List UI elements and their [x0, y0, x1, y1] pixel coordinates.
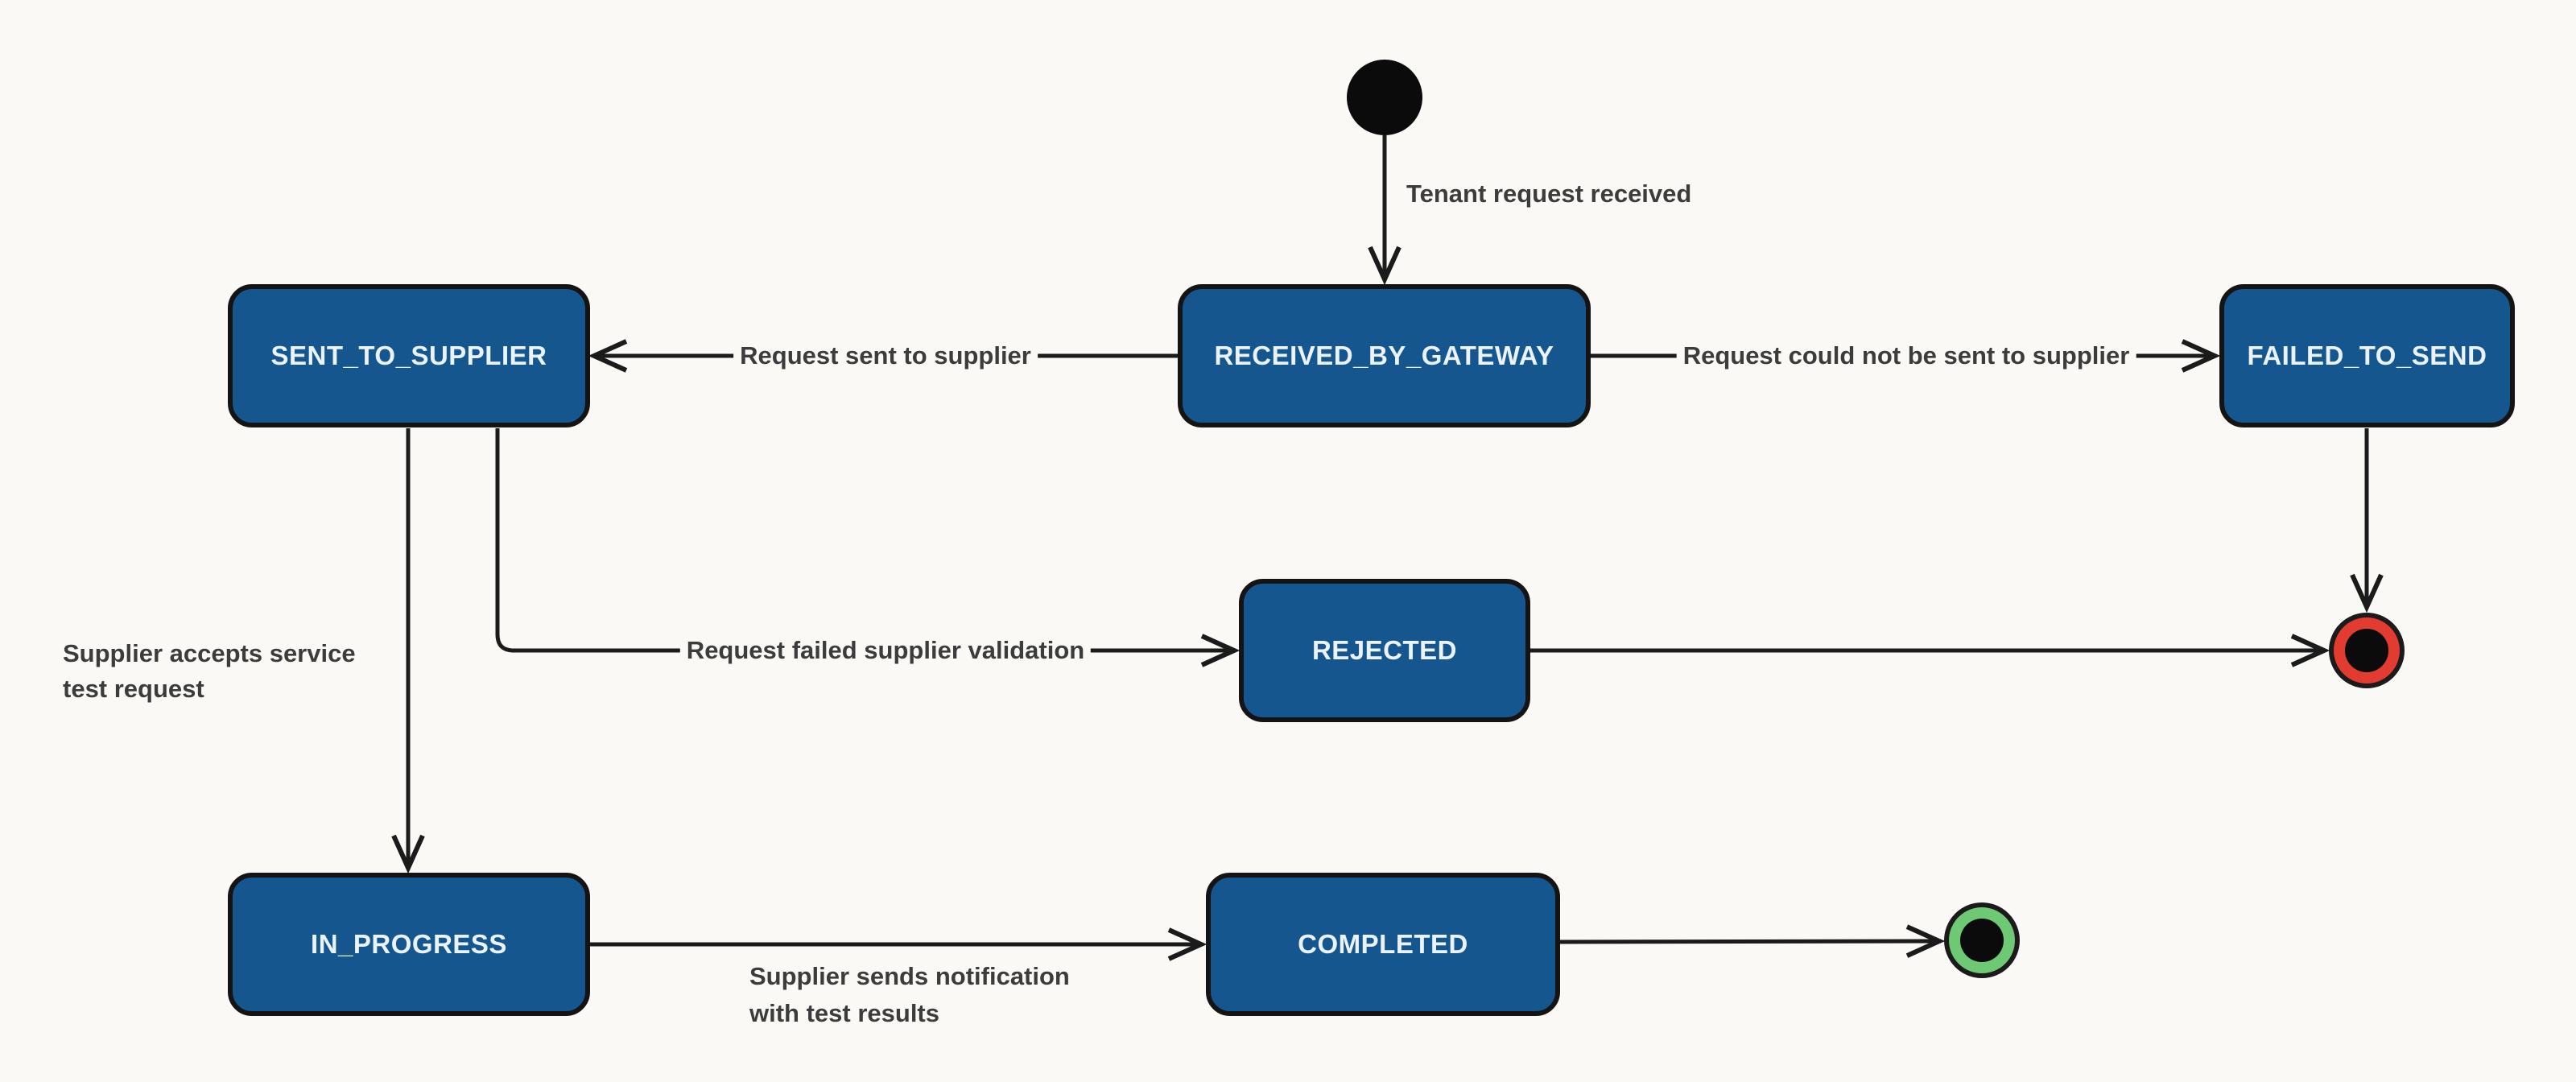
state-label: IN_PROGRESS	[311, 929, 507, 959]
edge-label-request-failed-validation: Request failed supplier validation	[679, 633, 1092, 668]
state-completed: COMPLETED	[1206, 873, 1560, 1016]
state-rejected: REJECTED	[1239, 579, 1530, 722]
final-state-failure-node	[2329, 613, 2405, 688]
state-label: SENT_TO_SUPPLIER	[270, 341, 547, 370]
edge-completed-to-final-success	[1559, 924, 1946, 958]
edge-label-request-sent-to-supplier: Request sent to supplier	[733, 338, 1038, 374]
state-sent-to-supplier: SENT_TO_SUPPLIER	[228, 284, 590, 427]
state-in-progress: IN_PROGRESS	[228, 873, 590, 1016]
edge-label-supplier-sends-notification: Supplier sends notification with test re…	[749, 962, 1070, 1027]
state-label: REJECTED	[1311, 635, 1458, 665]
edge-label-tenant-request-received: Tenant request received	[1406, 180, 1692, 208]
state-received-by-gateway: RECEIVED_BY_GATEWAY	[1178, 284, 1591, 427]
state-label: RECEIVED_BY_GATEWAY	[1214, 341, 1554, 370]
final-state-success-node	[1944, 902, 2020, 978]
state-label: COMPLETED	[1298, 929, 1468, 959]
edge-label-request-could-not-be-sent: Request could not be sent to supplier	[1676, 338, 2136, 374]
initial-state-node	[1347, 60, 1422, 135]
state-failed-to-send: FAILED_TO_SEND	[2219, 284, 2515, 427]
state-label: FAILED_TO_SEND	[2247, 341, 2487, 370]
edge-label-supplier-accepts: Supplier accepts service test request	[63, 639, 356, 703]
edge-sent-to-rejected	[495, 428, 1241, 667]
